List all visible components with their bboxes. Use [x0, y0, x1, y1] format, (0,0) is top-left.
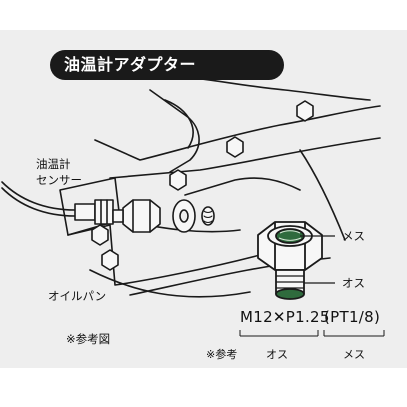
engine-body-mid	[109, 137, 381, 179]
adapter-detail	[257, 221, 335, 300]
washer	[172, 199, 196, 233]
engine-illustration	[1, 73, 385, 337]
sensor-label-line2: センサー	[36, 173, 82, 187]
reference-figure-label: ※参考図	[66, 332, 111, 346]
oil-pan-side	[67, 224, 261, 286]
male-label: オス	[342, 276, 365, 290]
oil-temp-sensor	[74, 199, 114, 225]
engine-body-top	[94, 105, 381, 161]
bolt-heads	[91, 100, 314, 271]
female-label: メス	[342, 229, 365, 243]
spec-note-reference: ※参考	[206, 348, 238, 361]
engine-arm-inner	[164, 99, 194, 149]
spec-male-thread: M12✕P1.25	[240, 308, 330, 326]
spec-female-thread: (PT1/8)	[324, 308, 381, 326]
spec-note-female: メス	[343, 348, 365, 361]
spec-note-male: オス	[266, 348, 288, 361]
oil-pan-label: オイルパン	[48, 289, 107, 303]
sensor-label-line1: 油温計	[36, 157, 71, 171]
diagram-figure: 油温計アダプター 油温計 センサー オイルパン ※参考図 メス オス M12✕P…	[0, 30, 407, 368]
adapter-exploded	[112, 199, 161, 233]
oil-pan-bottom	[89, 269, 251, 298]
page-title: 油温計アダプター	[50, 50, 284, 80]
spec-brackets	[239, 330, 385, 337]
engine-right-edge	[299, 149, 346, 241]
thread-insert	[201, 206, 215, 226]
engine-arm	[149, 89, 200, 173]
engine-arm-lower	[184, 177, 301, 196]
sensor-cable	[1, 181, 76, 211]
